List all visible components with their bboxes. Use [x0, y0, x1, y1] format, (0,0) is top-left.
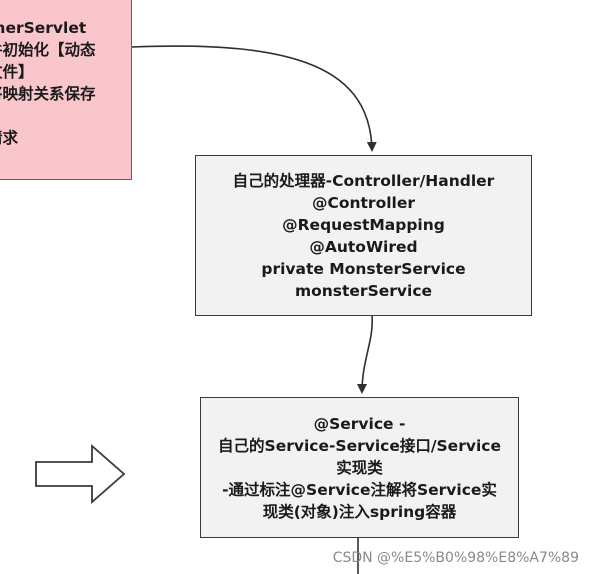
service-line: -通过标注@Service注解将Service实	[222, 480, 497, 499]
pink-line: therServlet	[0, 19, 87, 37]
watermark: CSDN @%E5%B0%98%E8%A7%89	[332, 550, 579, 566]
service-line: @Service -	[313, 414, 406, 433]
service-line: 现类(对象)注入spring容器	[262, 502, 457, 521]
hollow-right-arrow-icon	[35, 444, 126, 504]
arrow-handler-to-service	[357, 315, 373, 394]
pink-line: 文件】	[0, 63, 34, 81]
handler-line: private MonsterService	[261, 259, 466, 278]
handler-line: @RequestMapping	[282, 215, 445, 234]
dispatcher-servlet-box: therServlet 件初始化【动态 文件】 将映射关系保存 请求	[0, 0, 132, 180]
handler-line: 自己的处理器-Controller/Handler	[232, 171, 495, 190]
handler-box: 自己的处理器-Controller/Handler @Controller @R…	[195, 155, 532, 316]
service-line: 自己的Service-Service接口/Service	[218, 436, 501, 455]
handler-line: @Controller	[311, 193, 416, 212]
handler-line: monsterService	[294, 281, 433, 300]
service-box: @Service - 自己的Service-Service接口/Service …	[200, 397, 519, 538]
arrow-servlet-to-handler	[131, 45, 377, 152]
service-line: 实现类	[336, 458, 383, 477]
handler-line: @AutoWired	[309, 237, 418, 256]
pink-line: 件初始化【动态	[0, 41, 96, 59]
pink-line: 将映射关系保存	[0, 85, 96, 103]
pink-line: 请求	[0, 129, 19, 147]
